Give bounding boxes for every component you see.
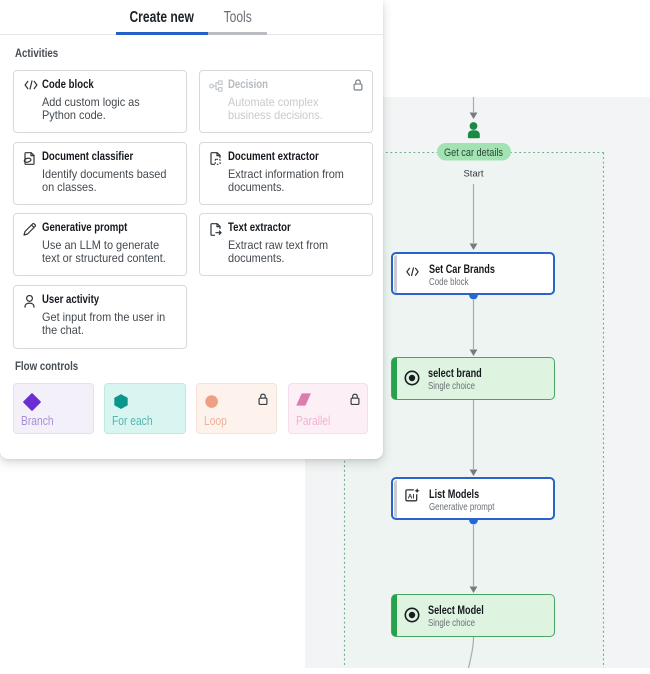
svg-text:Start: Start <box>463 169 483 180</box>
svg-text:Get car details: Get car details <box>444 147 503 159</box>
svg-text:AI: AI <box>408 493 415 500</box>
